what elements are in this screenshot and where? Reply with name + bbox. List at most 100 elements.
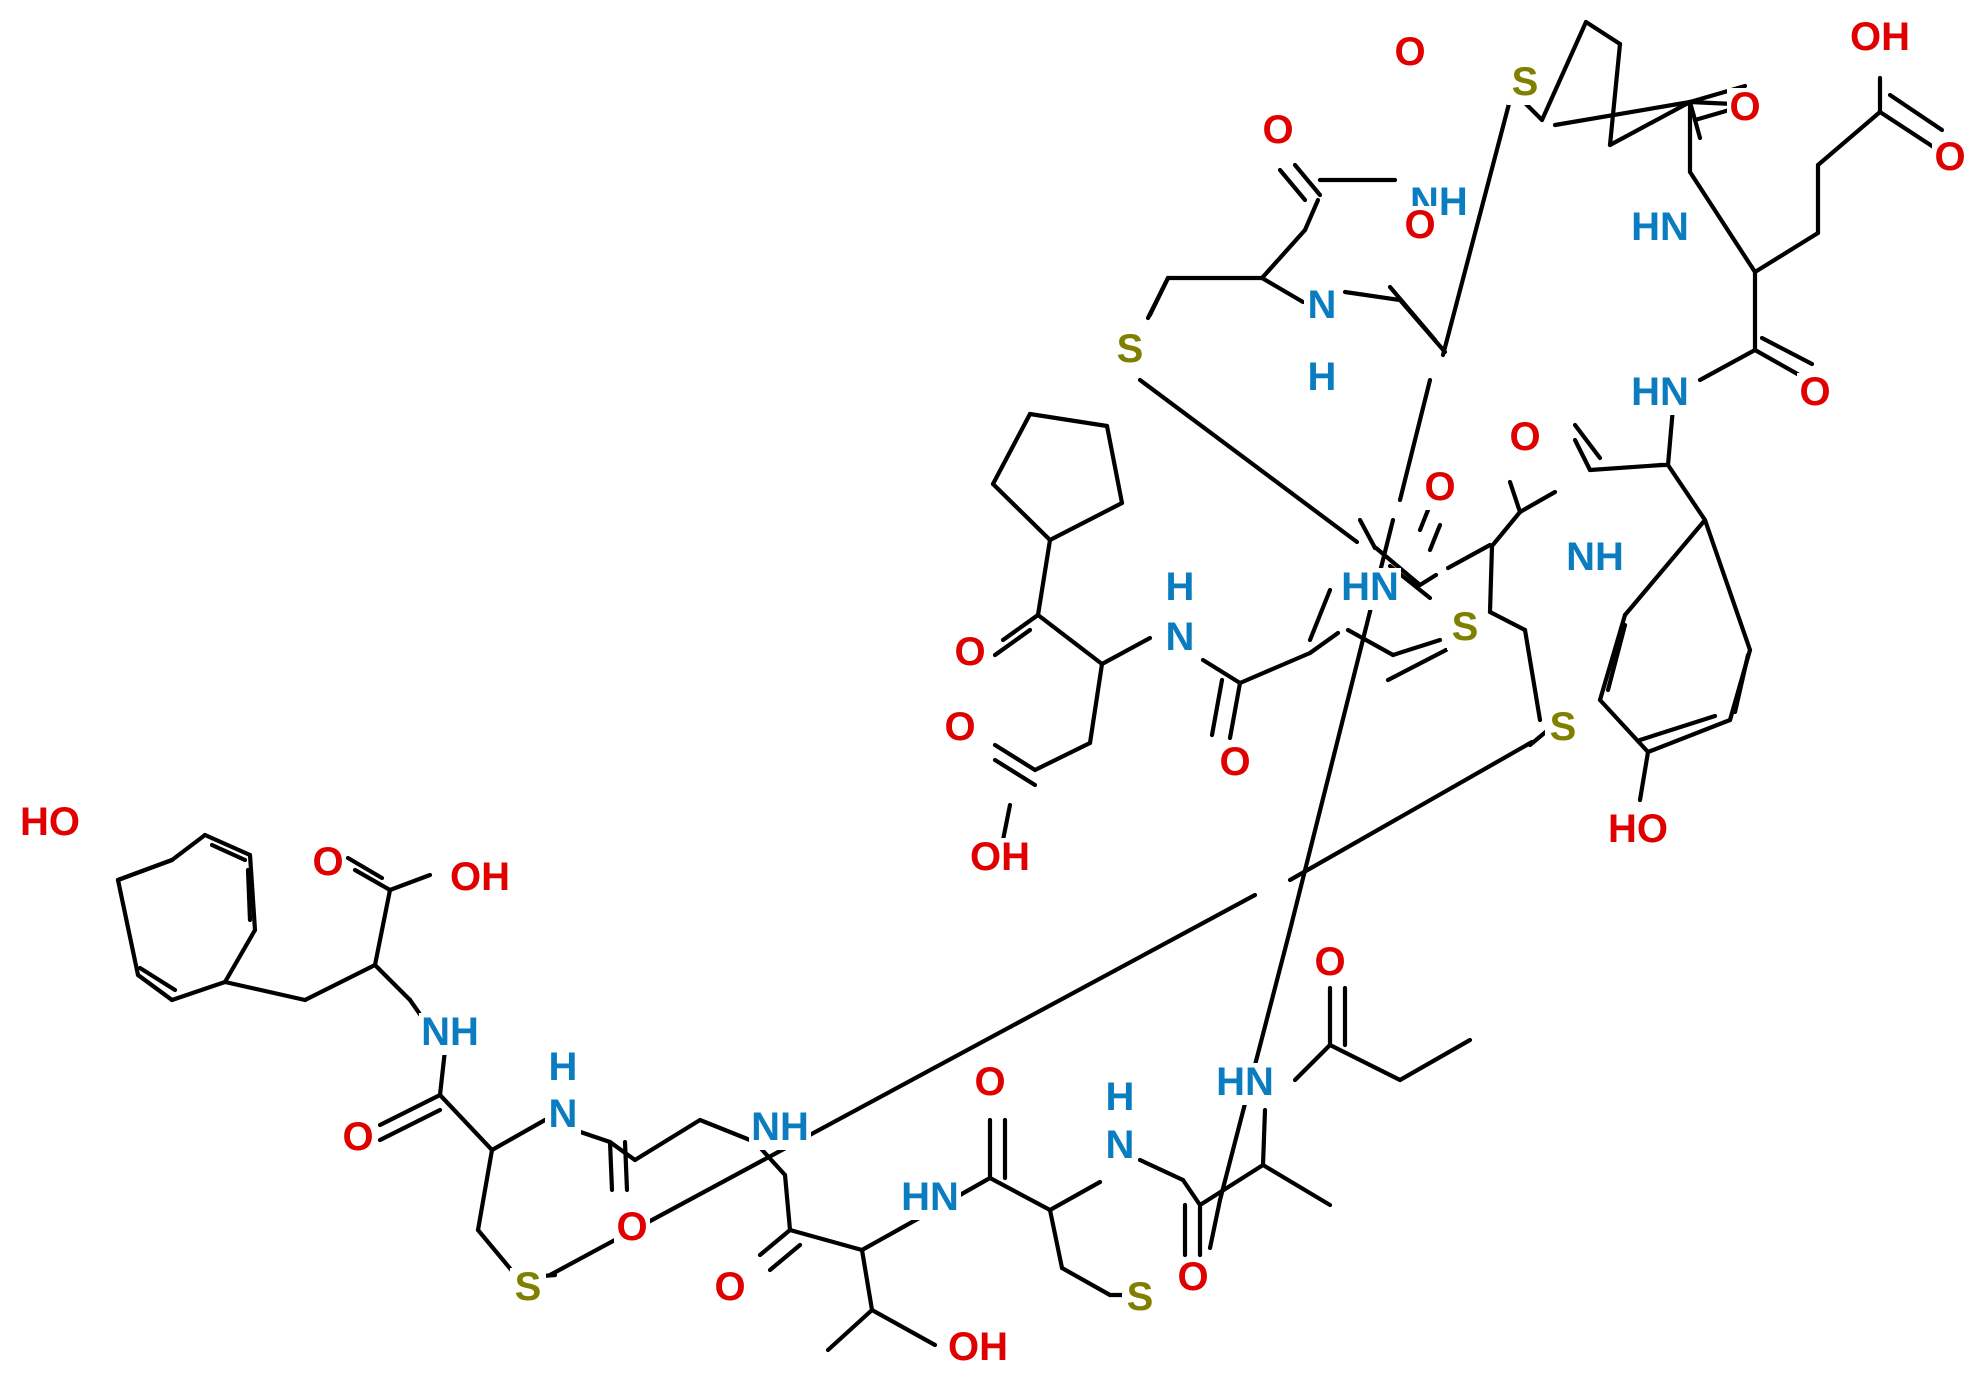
bond-65	[1552, 99, 1693, 128]
atom-s-mid: S	[1452, 605, 1479, 649]
bond-151	[1260, 1162, 1333, 1208]
bond-107	[245, 867, 253, 923]
bond-111	[372, 887, 393, 968]
bond-50	[1522, 627, 1543, 723]
atom-hn-glu: HN	[1631, 205, 1689, 249]
bond-149	[1180, 1177, 1203, 1208]
bond-109	[222, 979, 308, 1003]
atom-oh-thr: OH	[948, 1325, 1008, 1369]
bond-124	[489, 1117, 548, 1153]
atom-hn-tyr-right-bg	[1629, 373, 1691, 415]
atom-n-top-cys: N	[1308, 283, 1337, 327]
bond-5	[990, 411, 1033, 487]
bond-58	[547, 892, 1258, 1278]
bond-7	[1035, 612, 1105, 667]
bond-22	[992, 757, 1038, 788]
atom-o-ala-amide-bg	[1175, 1258, 1211, 1300]
bond-106	[209, 842, 248, 863]
atom-ho-tyr-right-bg	[1607, 810, 1669, 852]
bond-70	[1687, 169, 1758, 275]
atom-o-glu-acid: O	[1934, 135, 1965, 179]
bond-44	[1445, 542, 1493, 571]
bond-148	[1137, 1157, 1186, 1183]
atom-o-top-cys: O	[1262, 108, 1293, 152]
atom-o-left-amide-bg	[340, 1118, 376, 1160]
atom-s-lower: S	[1127, 1275, 1154, 1319]
atom-o-ketone: O	[954, 630, 985, 674]
bond-87	[1597, 697, 1651, 755]
atom-o-top-second-bg	[1402, 206, 1438, 248]
bond-127	[607, 1139, 615, 1193]
atom-o-propionyl: O	[1314, 940, 1345, 984]
bond-156	[1327, 1042, 1403, 1083]
atom-nh-gly: NH	[751, 1105, 809, 1149]
atom-oh-left-acid: OH	[450, 855, 510, 899]
bond-48	[1487, 543, 1495, 615]
bond-132	[782, 1172, 793, 1233]
atom-hn-mid-bg	[1339, 568, 1401, 610]
atom-ho-tyr-right: HO	[1608, 807, 1668, 851]
atom-nh-gly-bg	[749, 1108, 811, 1150]
bond-35	[1137, 377, 1360, 545]
atom-n-lower-cys-bg	[1102, 1126, 1138, 1168]
bond-135	[767, 1242, 803, 1273]
bond-112	[372, 962, 413, 1003]
bond-76	[1887, 92, 1945, 133]
bond-96	[1572, 422, 1603, 461]
atom-ho-tyr-left: HO	[20, 800, 80, 844]
bond-121	[475, 1147, 495, 1233]
atom-o-cys-lower-bg	[972, 1063, 1008, 1105]
bond-57	[1287, 739, 1535, 883]
bond-24	[1259, 227, 1308, 281]
atom-oh-left-acid-bg	[449, 858, 511, 900]
atom-o-tyr-amide: O	[1509, 415, 1540, 459]
bond-105	[115, 857, 175, 883]
bond-128	[622, 1139, 630, 1193]
atom-o-left-acid-bg	[310, 843, 346, 885]
atom-s-upper-left-bg	[1112, 330, 1148, 372]
bond-150	[1197, 1162, 1266, 1208]
atom-o-asp-acid-bg	[942, 708, 978, 750]
bond-53	[1397, 377, 1433, 503]
atom-o-ring-carbonyl-bg	[1727, 88, 1763, 130]
atom-o-top-cys-bg	[1260, 111, 1296, 153]
atom-o-left-gly-bg	[614, 1208, 650, 1250]
atom-hn-tyr-right: HN	[1631, 370, 1689, 414]
bond-95	[1572, 437, 1593, 473]
bond-42	[1427, 522, 1443, 553]
atom-o-ring-carbonyl: O	[1729, 85, 1760, 129]
bond-113	[352, 867, 393, 893]
atom-s-left-bg	[510, 1268, 546, 1310]
bond-38	[1357, 517, 1378, 551]
atom-nh-left: NH	[421, 1010, 479, 1054]
bond-41	[1385, 647, 1449, 683]
atom-hn-ala-bg	[1214, 1063, 1276, 1105]
atom-o-tyr-amide-bg	[1507, 418, 1543, 460]
atom-hn-thr: HN	[901, 1175, 959, 1219]
atom-o-mid-carbonyl: O	[1424, 465, 1455, 509]
bond-47	[1507, 479, 1523, 515]
atom-n-left-cys-bg	[545, 1095, 581, 1137]
bond-145	[1059, 1265, 1113, 1298]
bond-94	[1587, 462, 1665, 473]
bond-93	[1637, 749, 1651, 803]
bond-104	[115, 877, 141, 978]
bond-117	[437, 1047, 448, 1098]
atom-o-cys-lower: O	[974, 1060, 1005, 1104]
bond-103	[135, 972, 175, 1003]
bond-17	[1345, 627, 1396, 658]
atom-h-left-cys-bg	[545, 1048, 581, 1090]
bond-11	[1087, 661, 1105, 746]
bond-134	[757, 1227, 793, 1258]
bond-120	[377, 1107, 443, 1143]
bond-15	[992, 627, 1033, 658]
atom-h-mid-left: H	[1166, 565, 1195, 609]
bond-110	[302, 962, 378, 1003]
bond-33	[1387, 284, 1438, 343]
bond-115	[387, 872, 433, 893]
atom-o-left-acid: O	[312, 840, 343, 884]
bond-61	[1583, 19, 1623, 47]
